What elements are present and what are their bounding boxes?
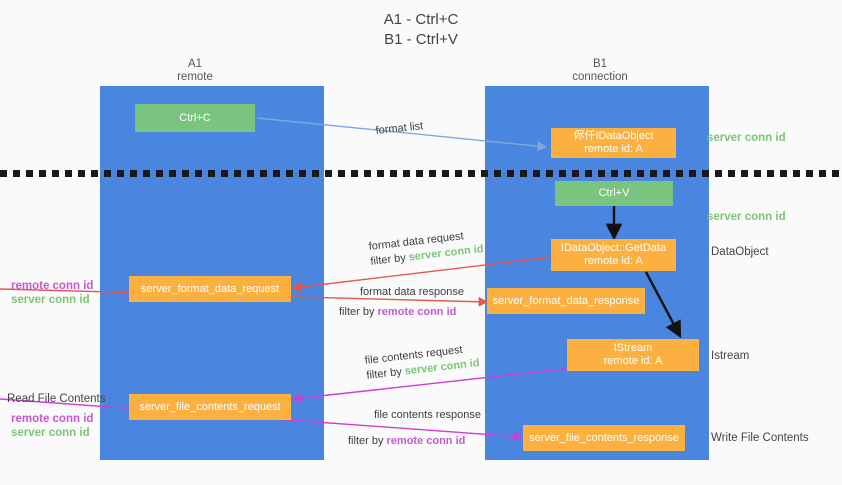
label-conn-ids-left-1: remote conn id server conn id xyxy=(11,279,93,307)
box-server-file-contents-response[interactable]: server_file_contents_response xyxy=(523,425,685,451)
label-dataobject: DataObject xyxy=(711,246,769,258)
column-header-b1: B1 connection xyxy=(540,58,660,84)
label-remote-conn-id-left-2: remote conn id xyxy=(11,413,94,425)
label-file-contents-response-filter: filter by remote conn id xyxy=(348,435,466,447)
title-line-2: B1 - Ctrl+V xyxy=(384,31,458,48)
box-server-format-data-response[interactable]: server_format_data_response xyxy=(487,288,645,314)
box-server-file-contents-request-label: server_file_contents_request xyxy=(139,400,281,413)
box-ctrl-c[interactable]: Ctrl+C xyxy=(135,104,255,132)
label-remote-conn-id-left-1: remote conn id xyxy=(11,280,94,292)
label-file-contents-response: file contents response xyxy=(374,408,481,423)
box-ctrl-c-label: Ctrl+C xyxy=(179,111,211,124)
box-server-file-contents-request[interactable]: server_file_contents_request xyxy=(129,394,291,420)
label-server-conn-id-right-2: server conn id xyxy=(707,211,786,223)
label-format-data-response-filter: filter by remote conn id xyxy=(339,306,457,318)
column-header-a1-sub: remote xyxy=(177,71,213,83)
arrow-format-list xyxy=(256,117,548,152)
box-istream-line-2: remote id: A xyxy=(603,355,663,367)
label-format-data-response: format data response xyxy=(360,285,464,300)
arrow-file-contents-request xyxy=(291,367,573,403)
label-read-file-contents: Read File Contents xyxy=(7,393,106,405)
box-idataobject-top-line-2: remote id: A xyxy=(584,143,643,155)
phase-divider xyxy=(0,170,842,177)
column-header-b1-sub: connection xyxy=(572,71,628,83)
label-server-conn-id-left-1: server conn id xyxy=(11,294,90,306)
box-server-format-data-response-label: server_format_data_response xyxy=(492,294,640,307)
label-istream: Istream xyxy=(711,350,750,362)
box-idataobject-getdata-line-2: remote id: A xyxy=(584,255,643,267)
box-idataobject-getdata[interactable]: IDataObject::GetData remote id: A xyxy=(551,239,676,271)
label-file-contents-response-title: file contents response xyxy=(374,409,482,421)
label-server-conn-id-left-2: server conn id xyxy=(11,427,90,439)
box-server-format-data-request[interactable]: server_format_data_request xyxy=(129,276,291,302)
arrow-getdata-to-istream xyxy=(644,271,682,339)
box-idataobject-getdata-line-1: IDataObject::GetData xyxy=(560,242,667,254)
title-line-1: A1 - Ctrl+C xyxy=(383,11,459,28)
arrow-format-data-request xyxy=(291,256,553,292)
box-server-file-contents-response-label: server_file_contents_response xyxy=(529,431,679,444)
label-write-file-contents: Write File Contents xyxy=(711,432,809,444)
box-idataobject-top[interactable]: 侭仟IDataObject remote id: A xyxy=(551,128,676,158)
box-ctrl-v-label: Ctrl+V xyxy=(598,187,630,199)
column-header-b1-name: B1 xyxy=(592,58,608,70)
label-server-conn-id-right-1: server conn id xyxy=(707,132,786,144)
label-format-data-response-title: format data response xyxy=(360,286,464,298)
column-header-a1-name: A1 xyxy=(187,58,203,70)
box-server-format-data-request-label: server_format_data_request xyxy=(140,282,280,295)
box-idataobject-top-line-1: 侭仟IDataObject xyxy=(573,130,654,142)
box-istream[interactable]: IStream remote id: A xyxy=(567,339,699,371)
box-ctrl-v[interactable]: Ctrl+V xyxy=(555,181,673,206)
column-header-a1: A1 remote xyxy=(135,58,255,84)
box-istream-line-1: IStream xyxy=(613,342,653,354)
label-conn-ids-left-2: remote conn id server conn id xyxy=(11,412,93,440)
page-title: A1 - Ctrl+C B1 - Ctrl+V xyxy=(0,10,842,50)
